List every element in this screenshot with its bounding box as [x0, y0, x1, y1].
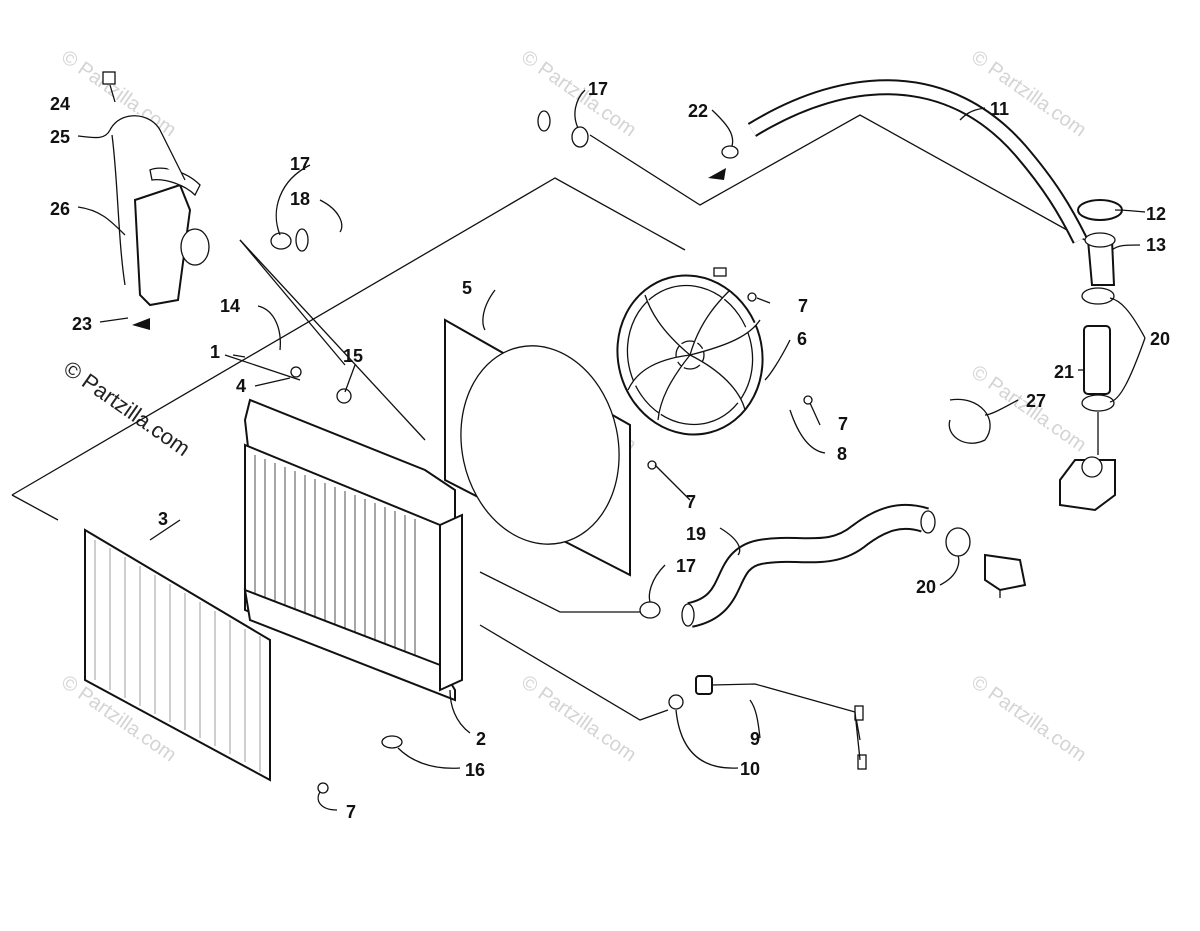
- callout-2: 2: [476, 729, 486, 749]
- callout-leaders: [77, 84, 1146, 811]
- callout-4: 4: [236, 376, 246, 396]
- callout-7b: 7: [838, 414, 848, 434]
- lower-hose: [639, 503, 1027, 628]
- temp-sensor: [668, 675, 867, 770]
- thermostat-housing: [1059, 412, 1116, 512]
- callout-10: 10: [740, 759, 760, 779]
- callout-24: 24: [50, 94, 70, 114]
- assembly-outline: [11, 114, 1086, 721]
- callout-8: 8: [837, 444, 847, 464]
- radiator-screen: [84, 528, 329, 794]
- callout-7c: 7: [686, 492, 696, 512]
- upper-hose: [270, 84, 589, 252]
- callout-9: 9: [750, 729, 760, 749]
- watermark-main: © Partzilla.com: [59, 356, 195, 462]
- callout-17c: 17: [676, 556, 696, 576]
- watermark-tile: © Partzilla.com: [517, 671, 640, 766]
- callout-7a: 7: [798, 296, 808, 316]
- callout-26: 26: [50, 199, 70, 219]
- callout-12: 12: [1146, 204, 1166, 224]
- callout-13: 13: [1146, 235, 1166, 255]
- callout-19: 19: [686, 524, 706, 544]
- callout-11: 11: [990, 99, 1009, 119]
- watermark-tile: © Partzilla.com: [967, 671, 1090, 766]
- callout-1: 1: [210, 342, 220, 362]
- cooling-fan: [616, 267, 813, 470]
- callout-14: 14: [220, 296, 240, 316]
- callout-21: 21: [1054, 362, 1074, 382]
- callout-15: 15: [343, 346, 363, 366]
- radiator: [243, 366, 463, 749]
- callout-20b: 20: [916, 577, 936, 597]
- fan-shroud: [444, 318, 631, 577]
- callout-17b: 17: [588, 79, 608, 99]
- callout-labels: 1 2 3 4 5 6 7 7 7 7 8 9 10 11 12 13 14 1…: [50, 79, 1170, 822]
- callout-7d: 7: [346, 802, 356, 822]
- callout-5: 5: [462, 278, 472, 298]
- overflow-bottle: [102, 71, 210, 330]
- callout-6: 6: [797, 329, 807, 349]
- callout-25: 25: [50, 127, 70, 147]
- bypass-hose: [708, 79, 1123, 444]
- callout-22: 22: [688, 101, 708, 121]
- callout-3: 3: [158, 509, 168, 529]
- callout-27: 27: [1026, 391, 1046, 411]
- callout-23: 23: [72, 314, 92, 334]
- callout-20a: 20: [1150, 329, 1170, 349]
- callout-18: 18: [290, 189, 310, 209]
- callout-16: 16: [465, 760, 485, 780]
- callout-17a: 17: [290, 154, 310, 174]
